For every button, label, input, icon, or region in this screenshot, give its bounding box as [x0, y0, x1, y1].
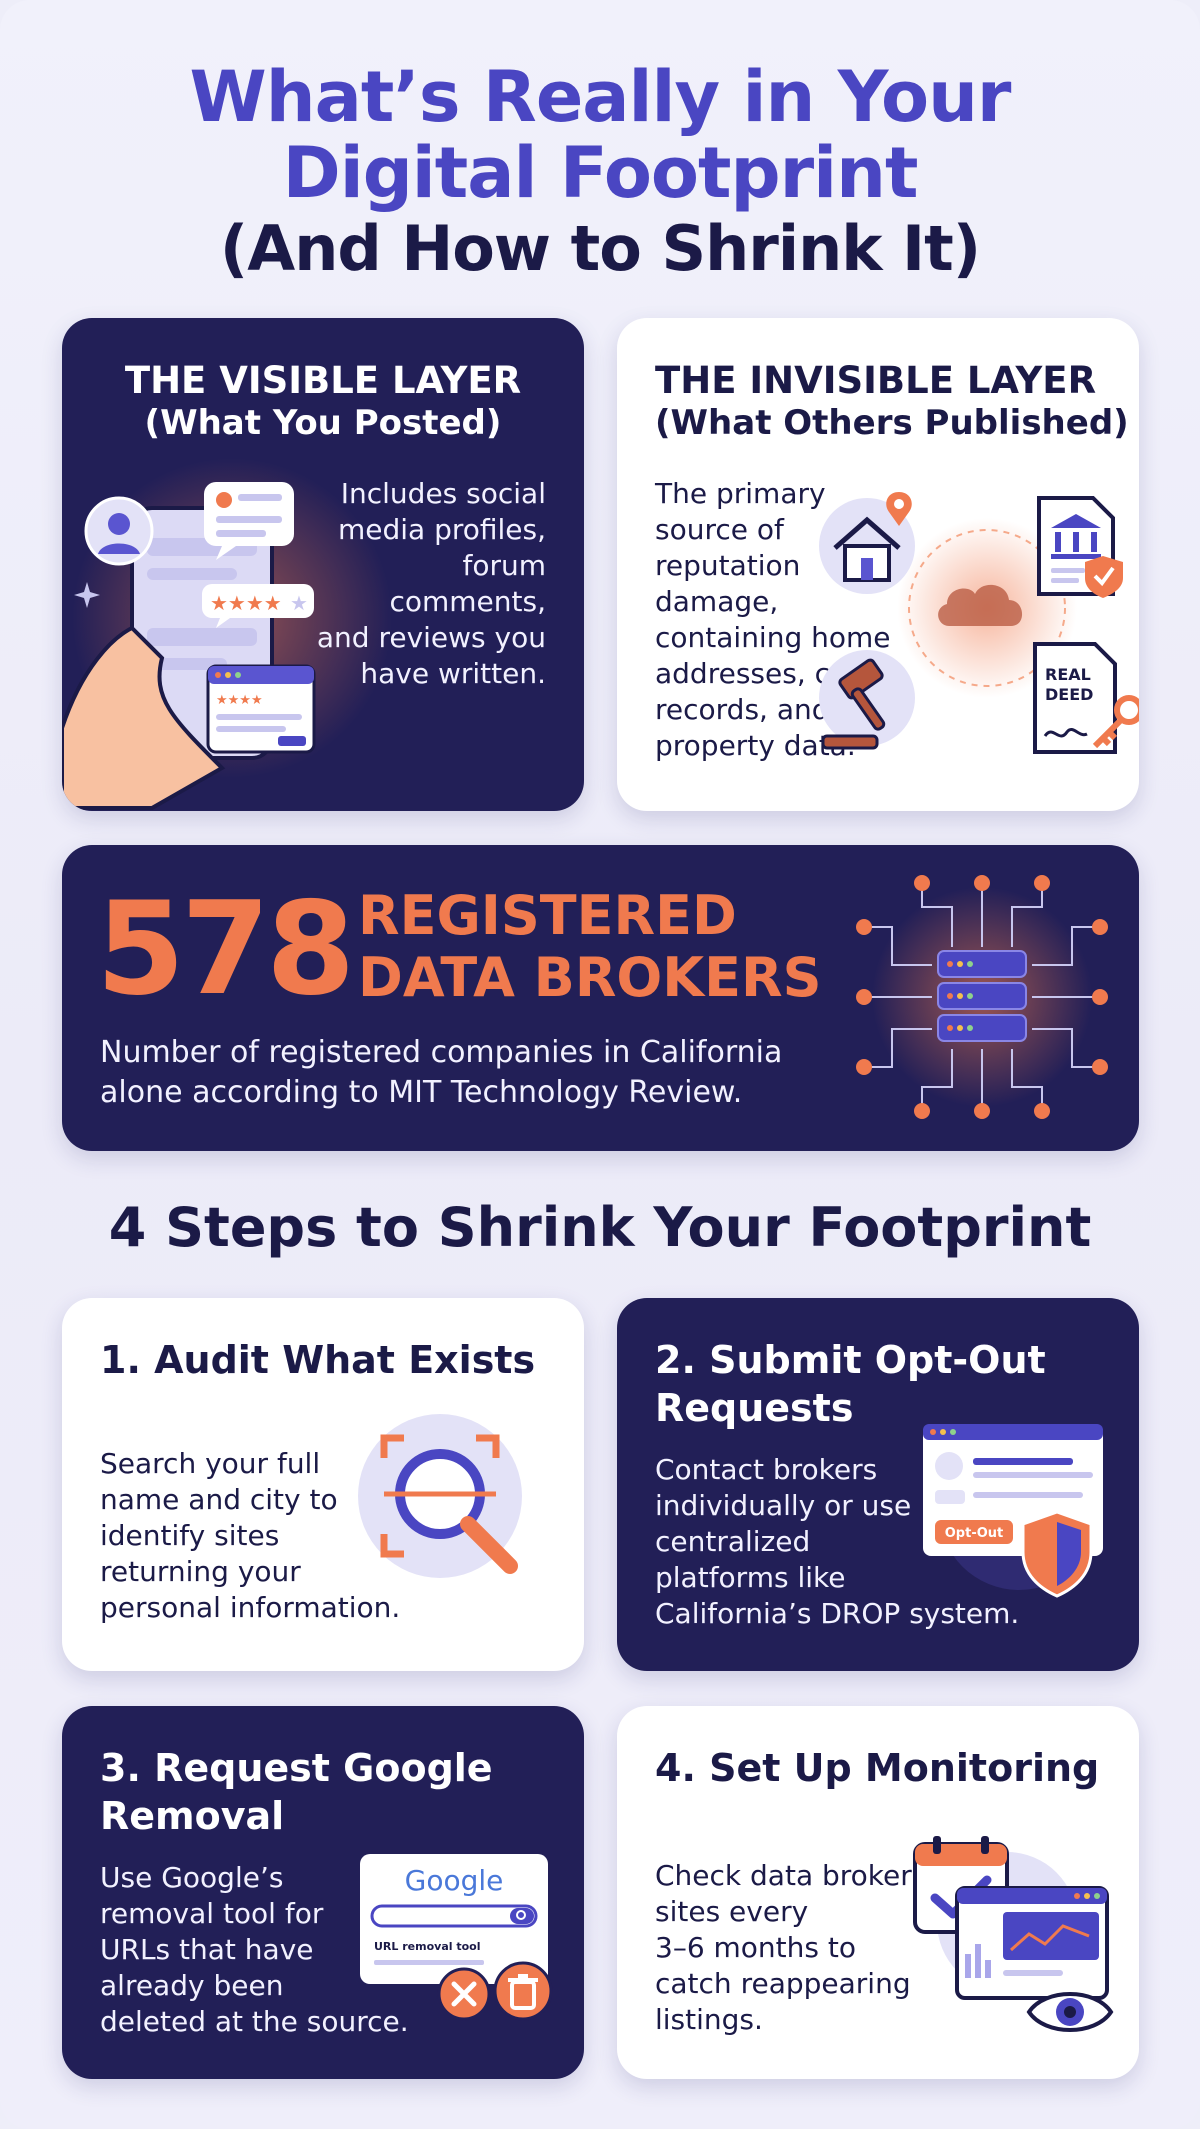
magnifier-scan-icon — [358, 1414, 522, 1578]
invisible-layer-text-line: The primary — [655, 477, 826, 510]
deed-label-line1: REAL — [1045, 665, 1091, 684]
step-4-card: 4. Set Up Monitoring Check data broker s… — [617, 1706, 1139, 2079]
step-2-title-line2: Requests — [655, 1386, 854, 1430]
step-3-text-line: Use Google’s — [100, 1861, 284, 1894]
step-4-title: 4. Set Up Monitoring — [655, 1746, 1100, 1790]
step-3-title-line1: 3. Request Google — [100, 1746, 493, 1790]
step-4-text-line: catch reappearing — [655, 1967, 911, 2000]
browser-window-icon: ★★★★ — [206, 664, 316, 754]
step-3-text: Use Google’s removal tool for URLs that … — [100, 1860, 409, 2040]
title-line-2: Digital Footprint — [282, 132, 919, 214]
svg-text:★★★★: ★★★★ — [216, 693, 263, 708]
chat-bubble-icon — [204, 482, 294, 560]
step-4-text: Check data broker sites every 3–6 months… — [655, 1858, 912, 2038]
close-circle-icon — [437, 1967, 491, 2021]
step-2-text-line: centralized — [655, 1525, 811, 1558]
invisible-layer-card: THE INVISIBLE LAYER (What Others Publish… — [617, 318, 1139, 811]
google-logo: Google — [405, 1864, 504, 1897]
svg-text:★: ★ — [290, 591, 308, 615]
sparkle-icon — [74, 582, 100, 608]
data-broker-stat-card: 578 REGISTERED DATA BROKERS Number of re… — [62, 845, 1139, 1151]
server-network-icon — [856, 875, 1108, 1119]
step-1-text-line: identify sites — [100, 1519, 280, 1552]
stat-label-line1: REGISTERED — [358, 884, 737, 947]
stat-caption-line1: Number of registered companies in Califo… — [100, 1035, 783, 1070]
cloud-icon — [897, 518, 1077, 698]
invisible-layer-heading: THE INVISIBLE LAYER — [655, 359, 1097, 402]
title-line-1: What’s Really in Your — [189, 56, 1012, 138]
step-1-text: Search your full name and city to identi… — [100, 1446, 400, 1626]
visible-layer-text-line: have written. — [360, 657, 546, 690]
visible-layer-text-line: media profiles, — [337, 513, 546, 546]
deed-label-line2: DEED — [1045, 685, 1093, 704]
step-4-text-line: Check data broker — [655, 1859, 912, 1892]
visible-layer-subheading: (What You Posted) — [144, 403, 502, 443]
visible-layer-heading: THE VISIBLE LAYER — [124, 359, 522, 402]
invisible-layer-text-line: records, and — [655, 693, 830, 726]
invisible-layer-text-line: containing home — [655, 621, 891, 654]
step-2-text-line: platforms like — [655, 1561, 846, 1594]
star-rating-icon: ★★★★ ★ — [202, 584, 314, 628]
step-4-text-line: 3–6 months to — [655, 1931, 857, 1964]
opt-out-badge: Opt-Out — [945, 1526, 1004, 1541]
step-3-text-line: deleted at the source. — [100, 2005, 409, 2038]
analytics-window-icon — [955, 1886, 1109, 2000]
step-2-text-line: Contact brokers — [655, 1453, 878, 1486]
trash-icon — [493, 1961, 553, 2021]
deed-key-icon: REAL DEED — [1033, 642, 1139, 754]
house-pin-icon — [819, 492, 915, 594]
invisible-layer-text-line: source of — [655, 513, 784, 546]
step-2-card: 2. Submit Opt-Out Requests Contact broke… — [617, 1298, 1139, 1671]
step-1-text-line: Search your full — [100, 1447, 321, 1480]
step-1-text-line: name and city to — [100, 1483, 338, 1516]
step-1-card: 1. Audit What Exists Search your full na… — [62, 1298, 584, 1671]
url-removal-tool-label: URL removal tool — [374, 1940, 480, 1953]
step-3-text-line: already been — [100, 1969, 284, 2002]
invisible-layer-text-line: reputation — [655, 549, 801, 582]
svg-text:★★★★: ★★★★ — [210, 591, 282, 615]
courthouse-document-icon — [1037, 496, 1123, 598]
user-avatar-icon — [84, 496, 154, 566]
visible-layer-text-line: and reviews you — [316, 621, 546, 654]
google-search-icon: Google URL removal tool — [360, 1854, 548, 1984]
steps-section-title: 4 Steps to Shrink Your Footprint — [108, 1196, 1092, 1259]
step-4-text-line: listings. — [655, 2003, 763, 2036]
step-4-text-line: sites every — [655, 1895, 809, 1928]
stat-caption-line2: alone according to MIT Technology Review… — [100, 1075, 743, 1110]
step-3-text-line: URLs that have — [100, 1933, 314, 1966]
visible-layer-text: Includes social media profiles, forum co… — [317, 476, 546, 692]
step-2-title-line1: 2. Submit Opt-Out — [655, 1338, 1046, 1382]
step-3-text-line: removal tool for — [100, 1897, 324, 1930]
step-2-text: Contact brokers individually or use cent… — [655, 1452, 1019, 1632]
title-line-3: (And How to Shrink It) — [219, 212, 981, 285]
shield-icon — [1021, 1510, 1093, 1598]
visible-layer-text-line: comments, — [389, 585, 546, 618]
visible-layer-card: THE VISIBLE LAYER (What You Posted) — [62, 318, 584, 811]
step-1-text-line: personal information. — [100, 1591, 401, 1624]
stat-label-line2: DATA BROKERS — [358, 946, 822, 1009]
step-3-title-line2: Removal — [100, 1794, 285, 1838]
gavel-icon — [819, 650, 915, 750]
step-1-title: 1. Audit What Exists — [100, 1338, 536, 1382]
invisible-layer-subheading: (What Others Published) — [655, 403, 1129, 443]
eye-icon — [1026, 1992, 1114, 2032]
stat-number: 578 — [96, 875, 355, 1024]
step-1-text-line: returning your — [100, 1555, 301, 1588]
invisible-layer-text-line: damage, — [655, 585, 779, 618]
step-3-card: 3. Request Google Removal Use Google’s r… — [62, 1706, 584, 2079]
visible-layer-text-line: forum — [462, 549, 546, 582]
visible-layer-text-line: Includes social — [340, 477, 546, 510]
step-2-text-line: individually or use — [655, 1489, 912, 1522]
step-2-text-line: California’s DROP system. — [655, 1597, 1020, 1630]
